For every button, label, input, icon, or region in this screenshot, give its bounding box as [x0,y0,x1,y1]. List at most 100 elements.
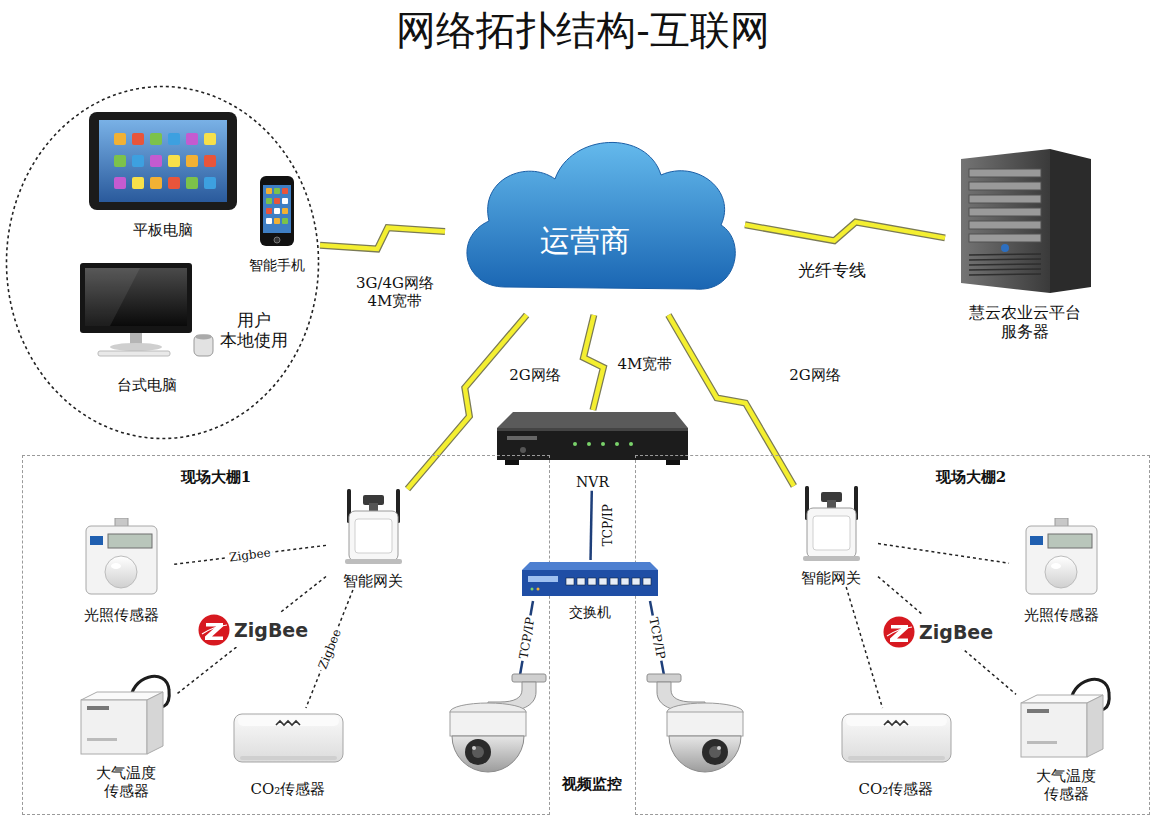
zigbee-link [878,577,1016,695]
dashed-outline [7,87,319,439]
dashed-line [878,544,1009,564]
zigbee-text: ZigBee [234,619,308,642]
device-node: 光照传感器 [1009,518,1113,624]
dashed-line [878,577,1016,695]
zigbee-text: ZigBee [919,621,993,644]
edge-label: 2G网络 [789,366,841,384]
node-caption: 交换机 [518,604,662,621]
dome-camera [647,674,743,772]
cloud-shape [445,115,745,315]
zigbee-link [176,577,326,695]
light-icon [1024,518,1099,596]
nvr-icon [495,410,690,468]
lightning-link [745,222,945,241]
bolt-fill [668,315,794,486]
tablet-icon [88,111,238,211]
bolt-fill [408,315,527,489]
cloud-text: 运营商 [445,223,725,259]
zigbee-link [173,545,326,564]
desktop-icon [80,263,215,358]
diagram-title: 网络拓扑结构-互联网 [0,6,1166,54]
device-node: 交换机 [518,560,662,621]
cable-link [591,491,592,560]
bolt-outline [668,315,794,486]
device-node: 智能手机 [243,175,311,274]
zigbee-link [306,590,353,708]
device-node: CO₂传感器 [834,708,958,798]
node-caption: CO₂传感器 [834,780,958,798]
bolt-outline [584,315,604,410]
network-cable [650,601,664,675]
temp-icon [1019,671,1114,759]
gateway-icon [341,489,406,566]
node-caption: 智能手机 [243,257,311,274]
network-cable [520,601,533,675]
light-icon [84,518,159,596]
device-node: 大气温度 传感器 [1016,671,1116,803]
region-heading: 现场大棚2 [936,468,1006,486]
edge-label: TCP/IP [601,504,615,546]
lightning-link [408,315,527,489]
bolt-outline [320,228,445,249]
edge-label: 4M宽带 [618,355,673,373]
node-caption: 慧云农业云平台 服务器 [969,303,1081,341]
protocol-label: TCP/IP [646,614,669,662]
device-node: NVR [493,410,692,491]
zigbee-mark [198,614,230,646]
device-node: 台式电脑 [75,263,219,394]
zigbee-link [878,544,1009,564]
protocol-label: TCP/IP [516,614,538,662]
lightning-link [668,315,794,486]
device-node: 光照传感器 [69,518,173,624]
bolt-fill [745,222,945,241]
co2-icon [232,708,345,766]
edge-label: 2G网络 [509,366,561,384]
caption-label: 视频监控 [562,775,622,793]
node-caption: 平板电脑 [81,221,245,239]
edge-label: Zigbee [314,625,344,673]
region-heading: 现场大棚1 [181,468,251,486]
cable-line [591,491,592,560]
dashed-line [306,590,353,708]
edge-label: 光纤专线 [798,260,866,280]
node-caption: CO₂传感器 [226,780,350,798]
bolt-outline [408,315,527,489]
switch-icon [520,560,660,600]
bolt-fill [584,315,604,410]
user-group: 用户 本地使用 平板电脑智能手机台式电脑 [5,85,320,440]
group-heading: 用户 本地使用 [220,310,288,351]
zigbee-logo: ZigBee [880,615,996,649]
lightning-link [320,228,445,249]
dashed-line [173,545,326,564]
lightning-link [584,315,604,410]
node-caption: 台式电脑 [75,376,219,394]
node-caption: 智能网关 [326,572,420,590]
node-caption: 大气温度 传感器 [1036,767,1096,803]
gateway-icon [799,486,864,563]
dome-camera [450,674,546,772]
node-caption: NVR [493,474,692,491]
bolt-outline [745,222,945,241]
dashed-line [176,577,326,695]
node-caption: 大气温度 传感器 [96,764,156,800]
phone-icon [259,175,295,247]
server-icon [955,145,1095,295]
zigbee-link [846,587,882,708]
zigbee-mark [883,616,915,648]
node-caption: 光照传感器 [69,606,173,624]
edge-label: 3G/4G网络 4M宽带 [356,274,434,310]
device-node: 慧云农业云平台 服务器 [945,145,1105,341]
device-node: 平板电脑 [81,111,245,239]
edge-label: Zigbee [226,545,273,565]
zigbee-logo: ZigBee [195,613,311,647]
region-box: 现场大棚2 智能网关 光照传感器 CO₂传感器 大气温度 传感器 [635,455,1150,815]
region-box: 现场大棚1 智能网关光照传感器大气温度 传感器 CO₂传感器 [22,455,550,815]
device-node: CO₂传感器 [226,708,350,798]
bolt-fill [320,228,445,249]
device-node: 智能网关 [784,486,878,587]
dashed-line [846,587,882,708]
temp-icon [79,668,174,756]
node-caption: 智能网关 [784,569,878,587]
device-node: 智能网关 [326,489,420,590]
